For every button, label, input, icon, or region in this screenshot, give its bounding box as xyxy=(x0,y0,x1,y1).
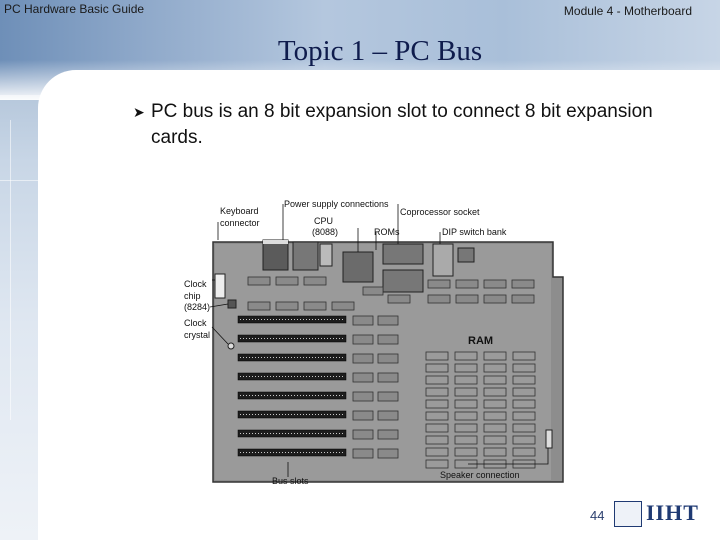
rom-chip xyxy=(382,243,424,265)
header-course-title: PC Hardware Basic Guide xyxy=(4,2,145,16)
label-cpu: CPU xyxy=(314,216,334,226)
arrow-bullet-icon: ➤ xyxy=(133,104,145,120)
dip-switch-bank xyxy=(432,243,454,277)
page-number: 44 xyxy=(590,508,605,523)
slide-title: Topic 1 – PC Bus xyxy=(277,35,483,67)
label-roms: ROMs xyxy=(374,227,400,237)
label-chip-model: (8284) xyxy=(184,302,211,312)
motherboard-drawing xyxy=(209,204,564,483)
label-coprocessor: Coprocessor socket xyxy=(400,207,480,217)
logo-text: IIHT xyxy=(646,500,699,525)
decor-line xyxy=(10,120,11,420)
label-bus-slots: Bus slots xyxy=(272,476,309,486)
leader-lines xyxy=(209,204,549,477)
header-module-title: Module 4 - Motherboard xyxy=(563,4,692,18)
label-speaker: Speaker connection xyxy=(440,470,520,480)
label-ram: RAM xyxy=(468,335,494,347)
label-dip-switch: DIP switch bank xyxy=(442,227,507,237)
label-cpu-model: (8088) xyxy=(312,227,339,237)
label-keyboard: Keyboard xyxy=(220,206,259,216)
iiht-logo: IIHT xyxy=(614,500,700,527)
label-clock-crystal-1: Clock xyxy=(184,318,207,328)
bus-slots xyxy=(237,315,347,457)
rom-chip xyxy=(382,269,424,293)
bullet-item: ➤ PC bus is an 8 bit expansion slot to c… xyxy=(133,99,693,151)
chip-row xyxy=(247,276,535,311)
label-chip: chip xyxy=(184,291,201,301)
logic-chips xyxy=(352,315,399,459)
label-clock-crystal-2: crystal xyxy=(184,330,211,340)
motherboard-figure: Keyboard connector Power supply connecti… xyxy=(168,192,575,489)
label-connector: connector xyxy=(220,218,260,228)
label-clock: Clock xyxy=(184,279,207,289)
cpu-chip xyxy=(342,251,374,283)
label-power-supply: Power supply connections xyxy=(284,199,389,209)
bullet-text: PC bus is an 8 bit expansion slot to con… xyxy=(151,101,653,148)
logo-mark-icon xyxy=(614,501,642,527)
